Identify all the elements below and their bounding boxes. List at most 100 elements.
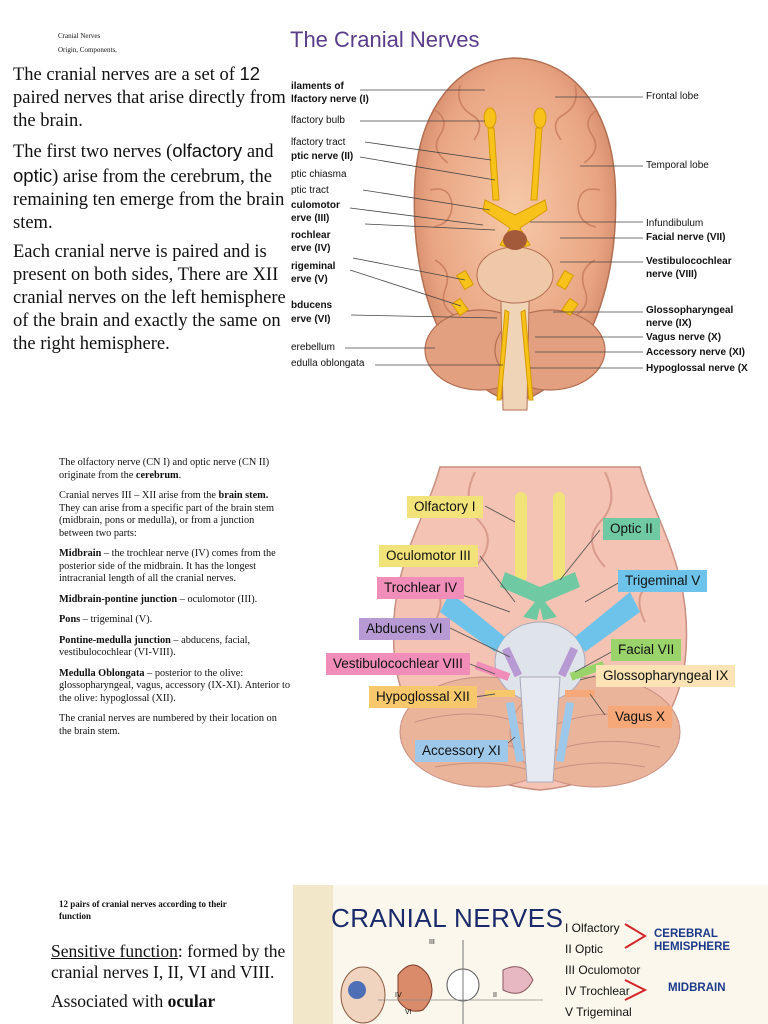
text-run-bold: brain stem. [218,490,269,501]
origin-paragraph-2: Cranial nerves III – XII arise from the … [59,490,291,540]
tag-trochlear: Trochlear IV [377,577,465,599]
text-run: The cranial nerves are a set of [13,65,240,85]
nerve-list-item: IV Trochlear [565,984,630,998]
text-run-bold: Pons [59,614,81,625]
small-label-vi: VI [405,1009,412,1016]
label-filaments-olfactory: ilaments of [291,81,344,92]
label-facial-nerve: Facial nerve (VII) [646,232,726,243]
text-run-number: 12 [239,63,261,84]
figure-title-cranial-nerves-caps: CRANIAL NERVES [331,903,564,933]
tag-optic: Optic II [603,518,660,540]
label-glossopharyngeal: Glossopharyngeal [646,305,734,316]
function-paragraph-2: Associated with ocular [51,991,291,1012]
label-oculomotor: culomotor [291,200,340,211]
label-olfactory-bulb: lfactory bulb [291,115,345,126]
intro-paragraph-1: The cranial nerves are a set of 12 paire… [13,62,289,133]
label-olfactory-tract: lfactory tract [291,137,346,148]
text-run: Cranial nerves III – XII arise from the [59,490,219,501]
origin-paragraph-8: The cranial nerves are numbered by their… [59,713,277,737]
text-run: . [178,469,182,481]
small-label-iii: III [429,939,435,946]
label-abducens-nerve: erve (VI) [291,314,331,325]
text-run: – the trochlear nerve (IV) comes from th… [59,548,276,584]
label-olfactory-nerve: lfactory nerve (I) [291,94,369,105]
eye-nerve-illustration [340,940,543,1024]
origin-paragraph-5: Pons – trigeminal (V). [59,614,291,627]
origin-text-block: The olfactory nerve (CN I) and optic ner… [59,457,291,746]
text-run-olfactory: olfactory [172,140,243,161]
label-trochlear: rochlear [291,230,331,241]
text-run: paired nerves that arise directly from t… [13,88,286,131]
nerve-list-item: I Olfactory [565,921,620,935]
tag-oculomotor: Oculomotor III [379,545,478,567]
label-oculomotor-nerve: erve (III) [291,213,330,224]
text-run-optic: optic [13,165,53,186]
function-text-block: Sensitive function: formed by the crania… [51,941,291,1012]
origin-paragraph-4: Midbrain-pontine junction – oculomotor (… [59,594,291,607]
function-paragraph-1: Sensitive function: formed by the crania… [51,941,291,983]
label-vagus-nerve: Vagus nerve (X) [646,332,722,343]
figure-title-cranial-nerves: The Cranial Nerves [290,27,480,52]
label-trigeminal-nerve: erve (V) [291,274,328,285]
intro-paragraph-3: Each cranial nerve is paired and is pres… [13,242,286,354]
intro-text-block: The cranial nerves are a set of 12 paire… [13,62,289,362]
group-midbrain: MIDBRAIN [668,982,726,994]
tag-accessory: Accessory XI [415,740,508,762]
text-run: ) arise from the cerebrum, the remaining… [13,167,285,233]
text-run: The first two nerves ( [13,142,173,162]
text-run-bold: Midbrain-pontine junction [59,593,178,605]
group-cerebral-hemisphere: CEREBRAL HEMISPHERE [654,928,731,953]
text-run: : formed by the cranial nerves I, II, VI… [51,941,286,982]
text-run: – trigeminal (V). [80,614,153,625]
label-glossopharyngeal-nerve: nerve (IX) [646,318,692,329]
nerve-list-item: V Trigeminal [565,1005,632,1019]
tag-trigeminal: Trigeminal V [618,570,708,592]
tag-vestibulocochlear: Vestibulocochlear VIII [326,653,470,675]
function-heading-line-2: function [59,911,92,921]
text-run: The olfactory nerve (CN I) and optic ner… [59,457,270,481]
cranial-nerves-function-figure: CRANIAL NERVES III IV VI II I Olfactory … [293,885,768,1024]
label-trochlear-nerve: erve (IV) [291,243,331,254]
text-run-bold: ocular [167,991,216,1011]
tag-facial: Facial VII [611,639,682,661]
doc-heading-cranial-nerves: Cranial Nerves [58,32,101,40]
small-label-ii: II [493,992,497,999]
tag-vagus: Vagus X [608,706,673,728]
nerve-list-item: III Oculomotor [565,963,641,977]
origin-paragraph-6: Pontine-medulla junction – abducens, fac… [59,635,291,660]
origin-paragraph-3: Midbrain – the trochlear nerve (IV) come… [59,548,291,586]
label-infundibulum: Infundibulum [646,218,704,229]
label-frontal-lobe: Frontal lobe [646,91,699,102]
text-run: – posterior to the olive: glossopharynge… [59,667,291,704]
text-run: – oculomotor (III). [177,593,258,605]
tag-hypoglossal: Hypoglossal XII [369,686,477,708]
label-cerebellum: erebellum [291,342,335,353]
text-run: and [242,142,274,162]
label-optic-chiasma: ptic chiasma [291,169,347,180]
brain-inferior-view-illustration [345,57,643,411]
text-run: – abducens, facial, vestibulocochlear (V… [59,634,251,659]
intro-paragraph-2: The first two nerves (olfactory and opti… [13,139,289,235]
text-run: Associated with [51,991,168,1011]
small-label-iv: IV [395,992,402,999]
tag-abducens: Abducens VI [359,618,450,640]
doc-heading-origin: Origin, Components, [58,46,117,54]
text-run-bold: Medulla Oblongata [59,667,145,679]
nerve-list-item: II Optic [565,942,604,956]
origin-paragraph-1: The olfactory nerve (CN I) and optic ner… [59,457,291,482]
text-run-bold: cerebrum [135,469,179,481]
label-hypoglossal-nerve: Hypoglossal nerve (X [646,363,748,374]
text-run: They can arise from a specific part of t… [59,502,274,539]
label-medulla-oblongata: edulla oblongata [291,358,365,369]
label-accessory-nerve: Accessory nerve (XI) [646,347,745,358]
label-trigeminal: rigeminal [291,261,336,272]
text-run-underlined: Sensitive function [51,941,178,961]
label-abducens: bducens [291,300,333,311]
bracket-arrows [624,923,648,1001]
tag-glossopharyngeal: Glossopharyngeal IX [596,665,736,687]
text-run-bold: Pontine-medulla junction [59,634,171,646]
label-temporal-lobe: Temporal lobe [646,160,709,171]
text-run-bold: Midbrain [59,548,102,559]
figure-side-bar [293,885,333,1024]
function-heading-line-1: 12 pairs of cranial nerves according to … [59,899,227,909]
